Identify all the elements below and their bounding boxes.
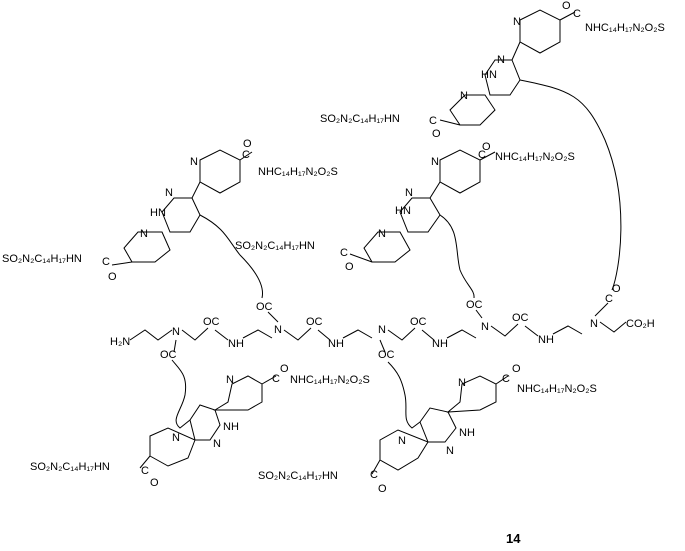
carbonyl-c-2: C: [141, 465, 149, 477]
pyridine-n: N: [513, 16, 521, 28]
pyridine-n: N: [431, 156, 439, 168]
backbone: OC OC C O H₂N N OC NH N OC NH N OC NH N …: [110, 283, 655, 361]
pyridazine-n: N: [213, 438, 221, 450]
amide-left-label: SO₂N₂C₁₄H₁₇HN: [30, 461, 110, 473]
pyridazine-hn: HN: [395, 205, 411, 217]
terminal-amine: H₂N: [110, 336, 130, 348]
pyridine-n: N: [190, 156, 198, 168]
amide-label: NHC₁₄H₁₇N₂O₂S: [585, 22, 665, 34]
carbonyl-c-2: C: [340, 247, 348, 259]
unit-d-bottom-left: N NH N C O NHC₁₄H₁₇N₂O₂S N C O SO₂N₂C₁₄H…: [30, 359, 370, 489]
pyridazine-nh: NH: [223, 421, 239, 433]
co-right-o: O: [612, 283, 621, 295]
carbonyl-o: O: [280, 363, 289, 375]
co-3: OC: [410, 316, 427, 328]
n-5: N: [590, 318, 598, 330]
carbonyl-o: O: [482, 141, 491, 153]
nh-1: NH: [228, 338, 244, 350]
carbonyl-c: C: [478, 149, 486, 161]
pyridazine-hn: HN: [481, 69, 497, 81]
carbonyl-c: C: [502, 373, 510, 385]
co-down-2: OC: [378, 349, 395, 361]
carbonyl-c: C: [242, 149, 250, 161]
oc-middle: OC: [466, 299, 483, 311]
pyridine-n-2: N: [378, 228, 386, 240]
pyridine-n-2: N: [140, 228, 148, 240]
pyridine-n: N: [458, 377, 466, 389]
amide-label: NHC₁₄H₁₇N₂O₂S: [258, 166, 338, 178]
pyridine-n-2: N: [172, 432, 180, 444]
pyridazine-n: N: [497, 54, 505, 66]
carbonyl-c: C: [272, 373, 280, 385]
oc-left: OC: [256, 301, 273, 313]
pyridazine-hn: HN: [150, 207, 166, 219]
unit-a-top-right: C O NHC₁₄H₁₇N₂O₂S N N HN N C O SO₂N₂C₁₄H…: [320, 0, 665, 291]
pyridine-n: N: [226, 374, 234, 386]
pyridine-n-2: N: [398, 435, 406, 447]
pyridine-n-2: N: [460, 90, 468, 102]
nh-3: NH: [432, 338, 448, 350]
pyridazine-n: N: [165, 187, 173, 199]
co-1: OC: [203, 316, 220, 328]
pyridazine-n: N: [405, 187, 413, 199]
unit-b-middle: C O NHC₁₄H₁₇N₂O₂S N N HN N C O SO₂N₂C₁₄H…: [235, 141, 575, 299]
nh-4: NH: [538, 334, 554, 346]
carbonyl-o-2: O: [345, 261, 354, 273]
amide-label: NHC₁₄H₁₇N₂O₂S: [290, 374, 370, 386]
carbonyl-c: C: [573, 8, 581, 20]
amide-label: NHC₁₄H₁₇N₂O₂S: [495, 151, 575, 163]
carbonyl-o-2: O: [150, 477, 159, 489]
carbonyl-o-2: O: [108, 271, 117, 283]
pyridazine-nh: NH: [459, 427, 475, 439]
carbonyl-o-2: O: [432, 128, 441, 140]
terminal-acid: CO₂H: [626, 318, 655, 330]
n-3: N: [378, 324, 386, 336]
carbonyl-c-2: C: [102, 256, 110, 268]
co-4: OC: [512, 312, 529, 324]
carbonyl-o: O: [562, 0, 571, 12]
nh-2: NH: [328, 338, 344, 350]
amide-left-label: SO₂N₂C₁₄H₁₇HN: [258, 470, 338, 482]
compound-number: 14: [506, 531, 521, 546]
n-2: N: [274, 324, 282, 336]
oc-down-1: OC: [160, 349, 177, 361]
co-2: OC: [306, 316, 323, 328]
carbonyl-o-2: O: [378, 483, 387, 495]
co-right: C: [605, 293, 613, 305]
n-1: N: [172, 326, 180, 338]
n-4: N: [481, 321, 489, 333]
carbonyl-c-2: C: [370, 469, 378, 481]
amide-left-label: SO₂N₂C₁₄H₁₇HN: [320, 113, 400, 125]
pyridazine-n: N: [446, 445, 454, 457]
unit-e-bottom-right: N NH N C O NHC₁₄H₁₇N₂O₂S N C O SO₂N₂C₁₄H…: [258, 361, 597, 495]
carbonyl-o: O: [243, 138, 252, 150]
carbonyl-c-2: C: [429, 115, 437, 127]
amide-left-label: SO₂N₂C₁₄H₁₇HN: [235, 240, 315, 252]
amide-left-label: SO₂N₂C₁₄H₁₇HN: [2, 253, 82, 265]
amide-label: NHC₁₄H₁₇N₂O₂S: [517, 383, 597, 395]
unit-c-left: C O NHC₁₄H₁₇N₂O₂S N N HN N C O SO₂N₂C₁₄H…: [2, 138, 338, 299]
carbonyl-o: O: [512, 363, 521, 375]
